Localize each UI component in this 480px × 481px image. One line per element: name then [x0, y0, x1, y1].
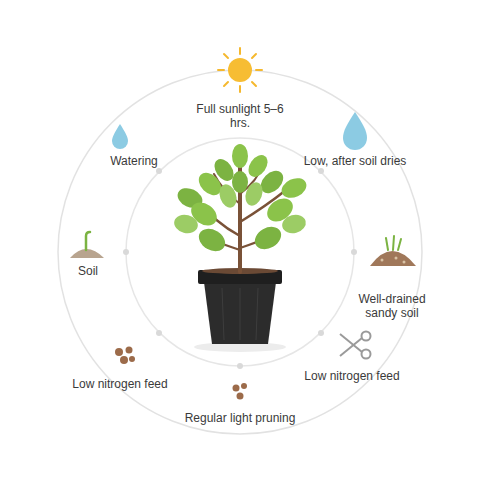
plant-pot: [198, 268, 282, 344]
water-drop-icon: [112, 124, 128, 149]
care-label: Well-drained sandy soil: [346, 292, 438, 320]
inner-ring: [126, 138, 354, 366]
plant-leaves: [172, 144, 310, 256]
care-label: Low nitrogen feed: [55, 377, 185, 391]
pellets-icon: [115, 347, 135, 365]
care-label: Low, after soil dries: [285, 154, 425, 168]
care-label: Low nitrogen feed: [287, 369, 417, 383]
care-label: Regular light pruning: [155, 411, 325, 425]
water-drop-icon: [343, 112, 367, 150]
sandy-soil-icon: [370, 236, 416, 266]
scissors-icon: [340, 332, 371, 359]
sun-icon: [218, 48, 262, 92]
soil-icon: [70, 232, 104, 258]
care-label: Soil: [53, 264, 123, 278]
care-label: Full sunlight 5–6 hrs.: [194, 102, 286, 130]
care-label: Watering: [89, 154, 179, 168]
pellets-icon: [233, 383, 248, 400]
